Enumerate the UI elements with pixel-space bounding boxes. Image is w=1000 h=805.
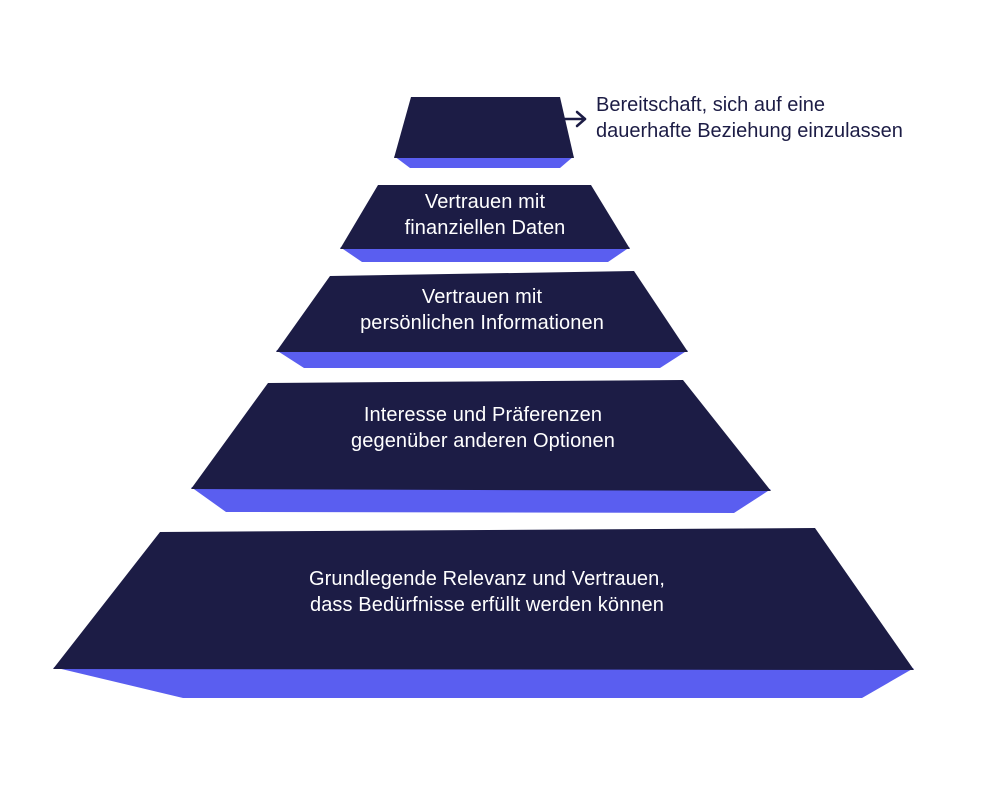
pyramid-level-4-face (191, 380, 771, 491)
pyramid-level-3 (276, 271, 688, 368)
pyramid-level-5-bevel (53, 667, 914, 698)
pyramid-level-4-label: Interesse und Präferenzen gegenüber ande… (283, 402, 683, 454)
pyramid-level-5 (53, 528, 914, 698)
pyramid-level-2 (340, 185, 630, 262)
pyramid-level-5-line-1: Grundlegende Relevanz und Vertrauen, (308, 568, 666, 590)
pyramid-level-2-bevel (340, 247, 630, 262)
pyramid-level-2-line-1: Vertrauen mit (424, 191, 546, 213)
pyramid-level-2-face (340, 185, 630, 249)
pyramid-level-3-label: Vertrauen mit persönlichen Informationen (282, 284, 682, 336)
arrow-right-icon (557, 110, 587, 128)
pyramid-level-3-bevel (276, 350, 688, 368)
pyramid-level-4-line-1: Interesse und Präferenzen (363, 404, 603, 426)
pyramid-level-1 (394, 97, 574, 168)
callout-line-1: Bereitschaft, sich auf eine (596, 94, 826, 116)
pyramid-level-4-line-2: gegenüber anderen Optionen (351, 430, 615, 452)
pyramid-level-3-face (276, 271, 688, 352)
pyramid-level-3-line-2: persönlichen Informationen (360, 312, 604, 334)
pyramid-level-5-line-2: dass Bedürfnisse erfüllt werden können (309, 594, 664, 616)
pyramid-level-2-label: Vertrauen mit finanziellen Daten (335, 189, 635, 241)
pyramid-level-1-bevel (394, 156, 574, 168)
callout-line-2: dauerhafte Beziehung einzulassen (596, 120, 903, 142)
pyramid-level-1-face (394, 97, 574, 158)
pyramid-level-4-bevel (191, 487, 771, 513)
pyramid-level-5-face (53, 528, 914, 670)
pyramid-level-4 (191, 380, 771, 513)
pyramid-level-3-line-1: Vertrauen mit (421, 286, 543, 308)
pyramid-level-2-line-2: finanziellen Daten (404, 217, 566, 239)
pyramid-level-5-label: Grundlegende Relevanz und Vertrauen, das… (237, 566, 737, 618)
pyramid-level-1-callout: Bereitschaft, sich auf eine dauerhafte B… (596, 92, 903, 144)
